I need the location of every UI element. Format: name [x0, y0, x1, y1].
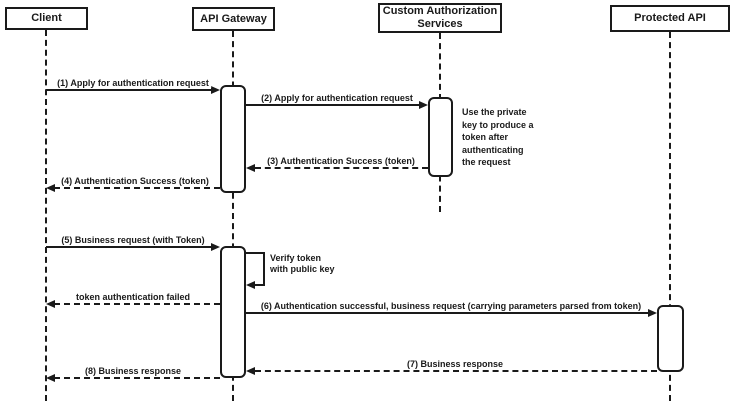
participant-api-gateway: API Gateway	[192, 7, 275, 31]
message-8-label: (8) Business response	[82, 366, 184, 376]
message-2-line	[246, 104, 419, 106]
message-8-line	[54, 377, 220, 379]
message-token-failed-arrowhead-icon	[46, 300, 55, 308]
message-8-arrowhead-icon	[46, 374, 55, 382]
participant-label: Client	[31, 12, 62, 24]
message-6-label: (6) Authentication successful, business …	[258, 301, 644, 311]
self-message-line-right	[263, 252, 265, 286]
activation-protected-api	[657, 305, 684, 372]
participant-client: Client	[5, 7, 88, 30]
message-5-label: (5) Business request (with Token)	[59, 235, 207, 245]
message-4-line	[54, 187, 220, 189]
message-4-label: (4) Authentication Success (token)	[59, 176, 211, 186]
self-message-label: Verify token with public key	[270, 253, 335, 274]
message-7-label: (7) Business response	[404, 359, 506, 369]
lifeline-api-gateway	[232, 31, 234, 401]
message-3-line	[255, 167, 428, 169]
message-6-arrowhead-icon	[648, 309, 657, 317]
self-message-line-top	[246, 252, 265, 254]
message-5-arrowhead-icon	[211, 243, 220, 251]
message-6-line	[246, 312, 648, 314]
lifeline-client	[45, 30, 47, 401]
note-use-private-key: Use the private key to produce a token a…	[462, 107, 534, 167]
participant-protected-api: Protected API	[610, 5, 730, 32]
activation-custom-authorization-services	[428, 97, 453, 177]
message-2-label: (2) Apply for authentication request	[259, 93, 415, 103]
participant-label: API Gateway	[200, 12, 267, 25]
message-token-failed-label: token authentication failed	[73, 292, 193, 302]
self-message-arrowhead-icon	[246, 281, 255, 289]
message-1-label: (1) Apply for authentication request	[55, 78, 211, 88]
lifeline-protected-api	[669, 32, 671, 401]
message-7-line	[255, 370, 657, 372]
participant-custom-authorization-services: Custom Authorization Services	[378, 3, 502, 33]
activation-api-gateway-2	[220, 246, 246, 378]
message-1-line	[46, 89, 211, 91]
self-message-line-bottom	[255, 284, 265, 286]
message-3-arrowhead-icon	[246, 164, 255, 172]
participant-label: Protected API	[634, 12, 706, 24]
activation-api-gateway-1	[220, 85, 246, 193]
participant-label: Custom Authorization Services	[382, 5, 498, 30]
message-3-label: (3) Authentication Success (token)	[265, 156, 417, 166]
message-5-line	[46, 246, 211, 248]
message-2-arrowhead-icon	[419, 101, 428, 109]
message-7-arrowhead-icon	[246, 367, 255, 375]
message-4-arrowhead-icon	[46, 184, 55, 192]
message-token-failed-line	[54, 303, 220, 305]
message-1-arrowhead-icon	[211, 86, 220, 94]
